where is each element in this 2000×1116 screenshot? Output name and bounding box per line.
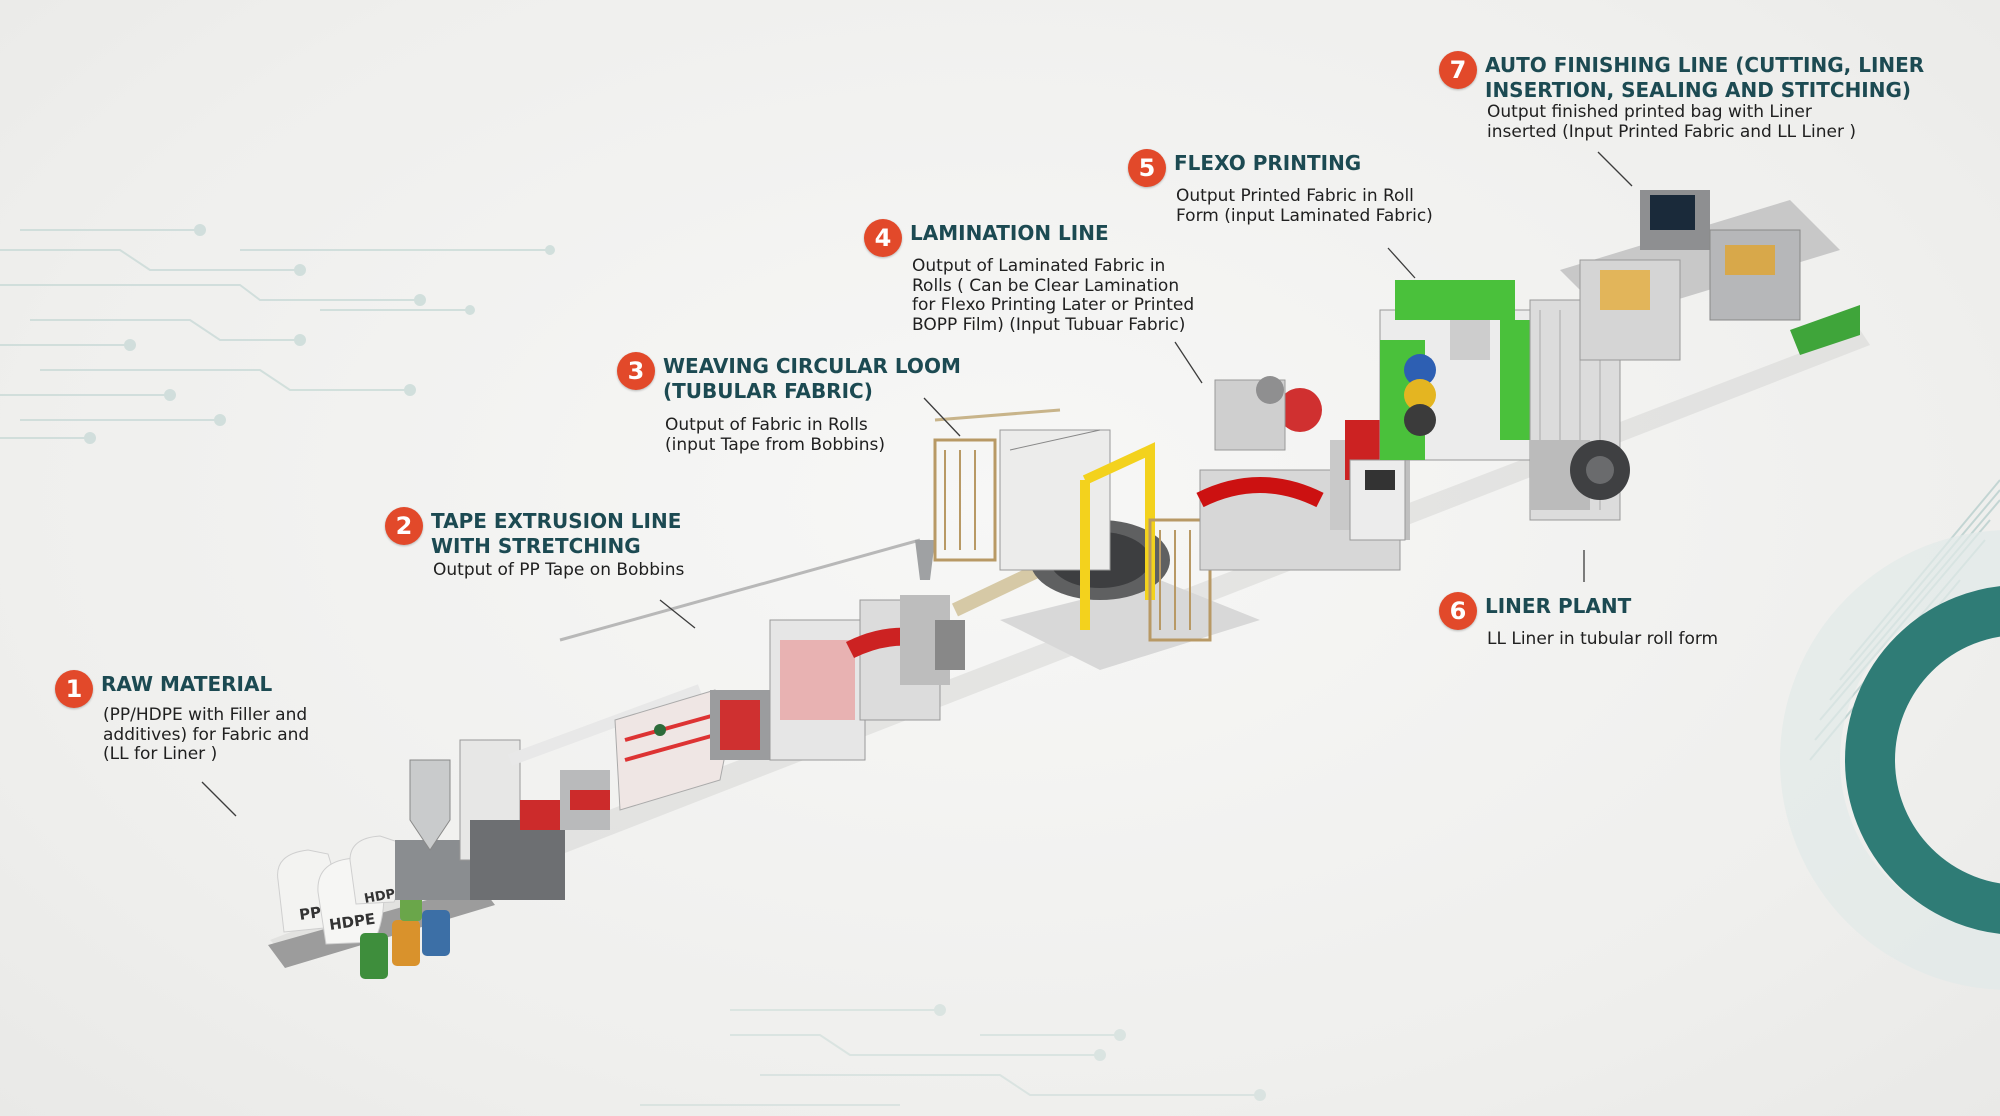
step-6-title: LINER PLANT	[1485, 594, 1632, 618]
auto-finishing-machinery	[1560, 190, 1860, 361]
bag-label-pp: PP	[298, 903, 322, 924]
step-5-description: Output Printed Fabric in Roll Form (inpu…	[1176, 186, 1433, 226]
tape-extrusion-machinery	[395, 538, 965, 900]
leader-line-3	[923, 397, 961, 437]
leader-line-5	[1387, 247, 1416, 279]
step-4-badge: 4	[864, 219, 902, 257]
step-2-title: TAPE EXTRUSION LINE WITH STRETCHING	[431, 509, 682, 558]
circuit-lines-bottom	[640, 1004, 1266, 1106]
flexo-printing-machinery	[1379, 280, 1545, 461]
step-7-title: AUTO FINISHING LINE (CUTTING, LINER INSE…	[1485, 53, 1925, 102]
leader-line-2	[659, 599, 696, 629]
leader-line-1	[201, 781, 237, 817]
step-5-badge: 5	[1128, 149, 1166, 187]
step-3-title: WEAVING CIRCULAR LOOM (TUBULAR FABRIC)	[663, 354, 961, 403]
step-4-title: LAMINATION LINE	[910, 221, 1109, 245]
step-2-description: Output of PP Tape on Bobbins	[433, 560, 685, 580]
step-7-badge: 7	[1439, 51, 1477, 89]
step-1-description: (PP/HDPE with Filler and additives) for …	[103, 705, 310, 764]
step-6-badge: 6	[1439, 592, 1477, 630]
step-7-description: Output finished printed bag with Liner i…	[1487, 102, 1857, 142]
step-2-badge: 2	[385, 507, 423, 545]
step-4-description: Output of Laminated Fabric in Rolls ( Ca…	[912, 256, 1195, 335]
accent-ring	[1845, 586, 2000, 934]
raw-material-station: PP HDPE HDPE	[268, 835, 495, 979]
circuit-lines-left	[0, 224, 555, 444]
step-5-title: FLEXO PRINTING	[1174, 151, 1362, 175]
leader-line-7	[1597, 151, 1633, 187]
step-3-description: Output of Fabric in Rolls (input Tape fr…	[665, 415, 886, 455]
accent-ring-glow	[1780, 530, 2000, 990]
step-1-badge: 1	[55, 670, 93, 708]
step-1-title: RAW MATERIAL	[101, 672, 273, 696]
lamination-machinery	[1196, 376, 1410, 571]
step-6-description: LL Liner in tubular roll form	[1487, 629, 1719, 649]
leader-line-4	[1174, 341, 1203, 384]
liner-plant-machinery	[1529, 299, 1630, 521]
step-3-badge: 3	[617, 352, 655, 390]
circular-loom-machinery	[933, 408, 1260, 670]
bag-label-hdpe-2: HDPE	[363, 885, 405, 907]
